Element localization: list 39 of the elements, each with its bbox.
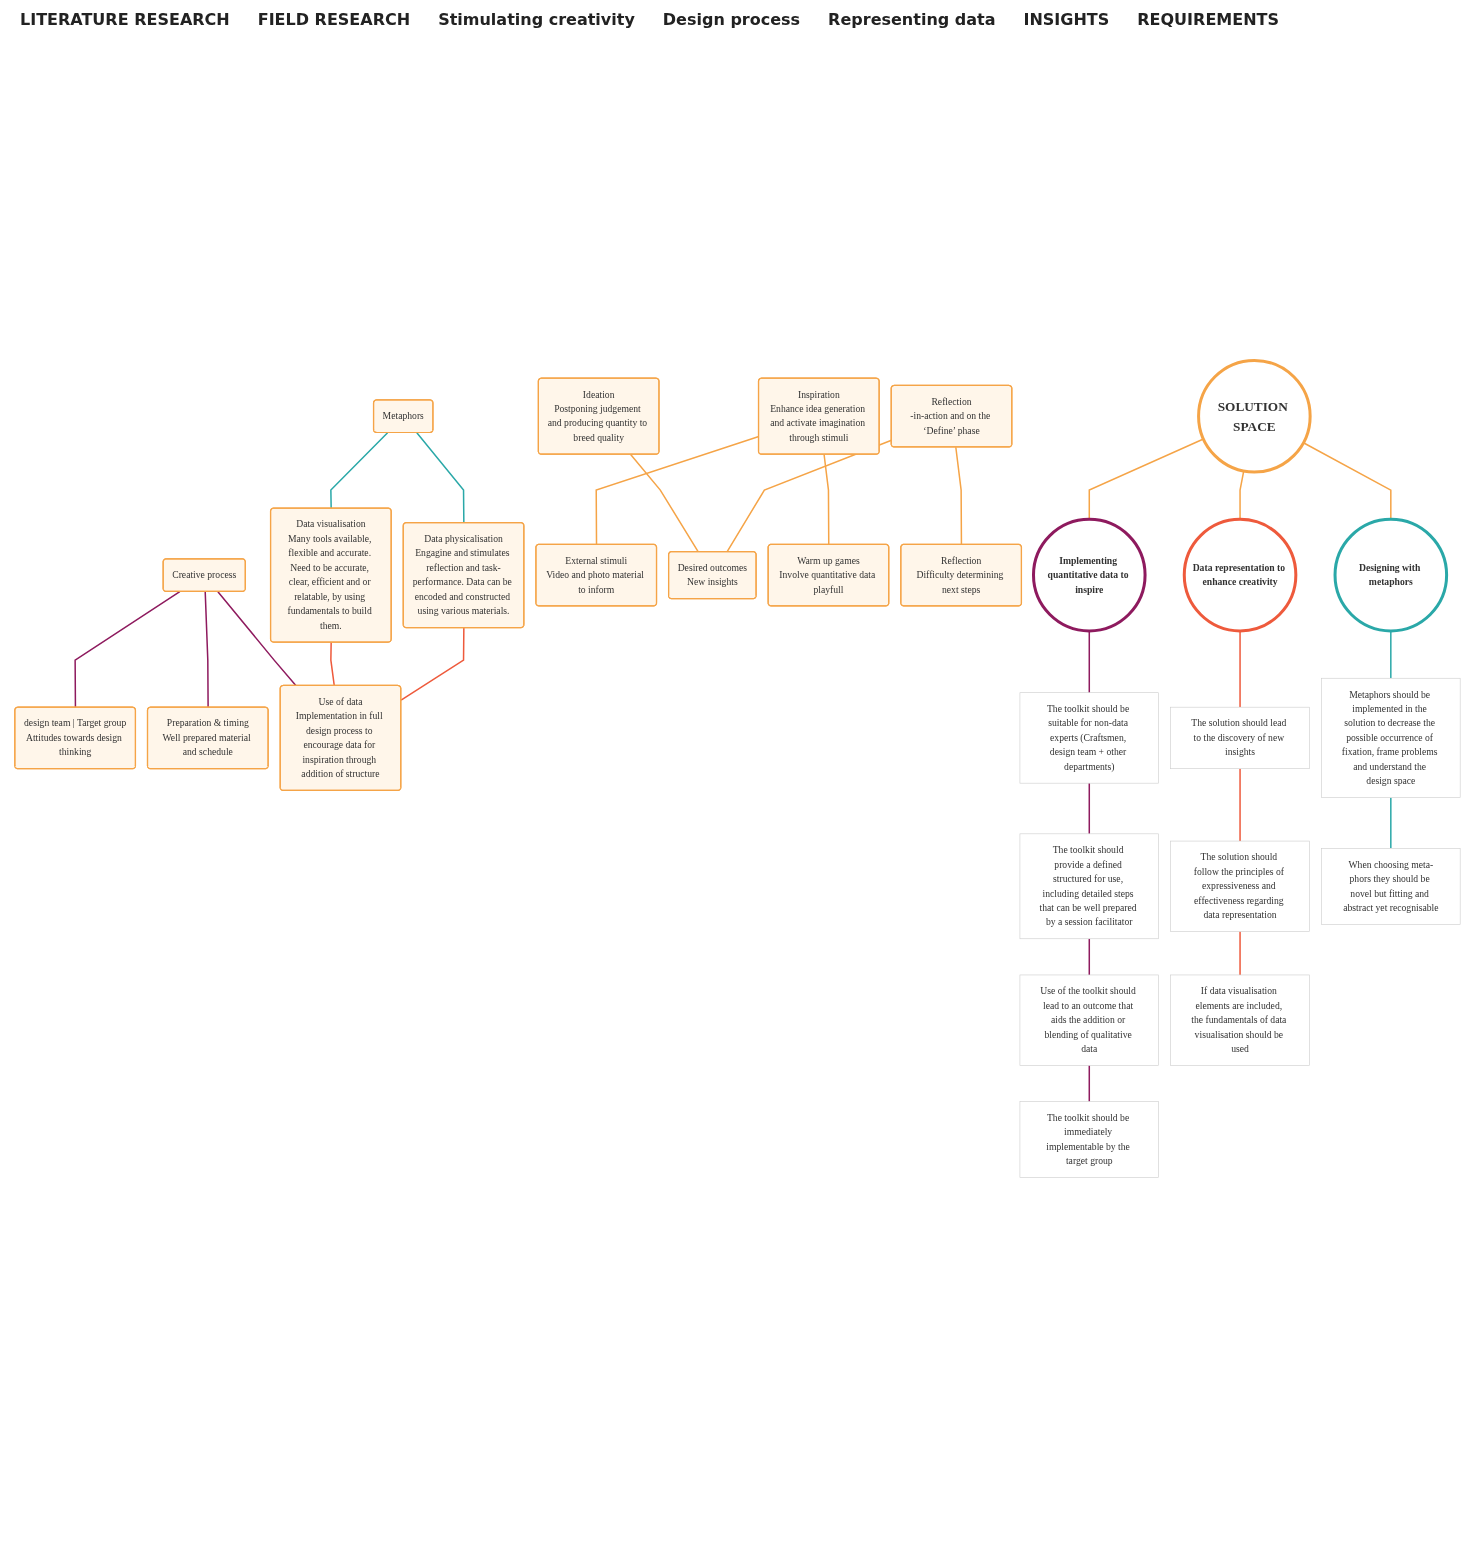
node-box: When choosing meta-phors they should be novel but fitting and abstract yet recognisable	[1321, 848, 1461, 925]
node-box: The solution should follow the principles of expressiveness and effectiveness regarding data representation	[1170, 840, 1310, 932]
node-box: Metaphors should be implemented in the solution to decrease the possible occurrence of fixation, frame problems and understand the design space	[1321, 677, 1461, 798]
heading-text: Design process	[662, 10, 801, 29]
node-box: The toolkit should be suitable for non-data experts (Craftsmen, design team + other departments)	[1019, 692, 1159, 784]
connector	[823, 453, 830, 546]
heading-text: Stimulating creativity	[438, 10, 635, 29]
connector	[204, 590, 209, 709]
connector	[1088, 630, 1091, 694]
heading-text: FIELD RESEARCH	[257, 10, 411, 29]
connector	[330, 641, 336, 687]
heading-text: INSIGHTS	[1023, 10, 1110, 29]
connector	[1088, 782, 1091, 835]
node-circle: SOLUTION SPACE	[1197, 358, 1312, 474]
connector	[1088, 1064, 1091, 1103]
connector	[1239, 630, 1241, 708]
node-box: Use of the toolkit should lead to an outcome that aids the addition or blending of qualitative data	[1019, 974, 1159, 1066]
connector	[330, 432, 389, 510]
connector	[74, 590, 181, 709]
connector	[629, 453, 699, 553]
node-box: The toolkit should provide a defined structured for use, including detailed steps that can be well prepared by a session facilitator	[1019, 833, 1159, 940]
connector	[400, 627, 465, 701]
connector	[416, 432, 465, 524]
connector	[217, 590, 297, 687]
node-circle: Implementing quantitative data to inspire	[1032, 517, 1147, 633]
connector	[1239, 930, 1241, 976]
node-box: The solution should lead to the discovery of new insights	[1170, 706, 1310, 769]
connector	[955, 446, 963, 546]
heading-text: LITERATURE RESEARCH	[20, 10, 230, 29]
connector	[1390, 796, 1392, 850]
connector	[1088, 938, 1091, 976]
node-box: If data visualisation elements are included, the fundamentals of data visualisation should be used	[1170, 974, 1310, 1066]
heading-text: REQUIREMENTS	[1137, 10, 1279, 29]
connector	[1239, 767, 1241, 842]
node-circle: Designing with metaphors	[1333, 517, 1449, 633]
heading-text: Representing data	[828, 10, 996, 29]
connector	[1390, 630, 1392, 679]
node-box: The toolkit should be immediately implementable by the target group	[1019, 1101, 1159, 1178]
node-circle: Data representation to enhance creativity	[1182, 517, 1298, 633]
